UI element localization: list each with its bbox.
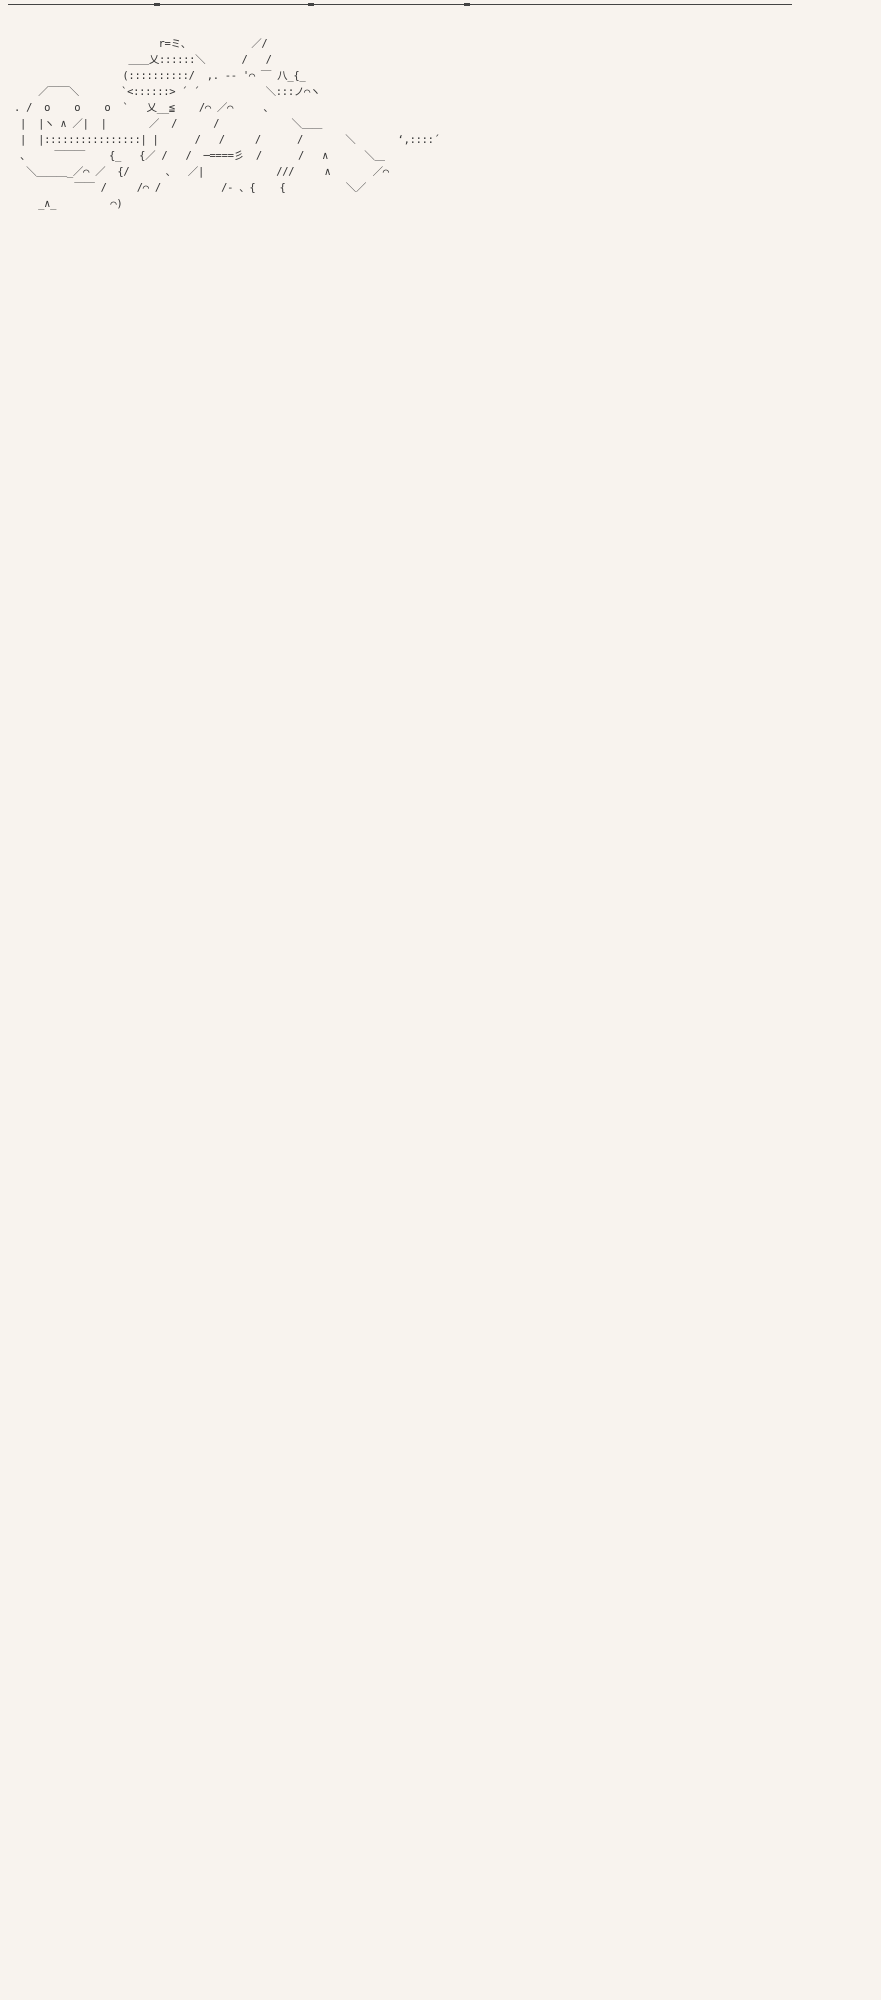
- ascii-art-egg-creature: r=ミ、 ／/ ＿＿乂::::::＼ / / (::::::::::/ ,. -…: [14, 38, 440, 210]
- separator-top: [8, 3, 792, 6]
